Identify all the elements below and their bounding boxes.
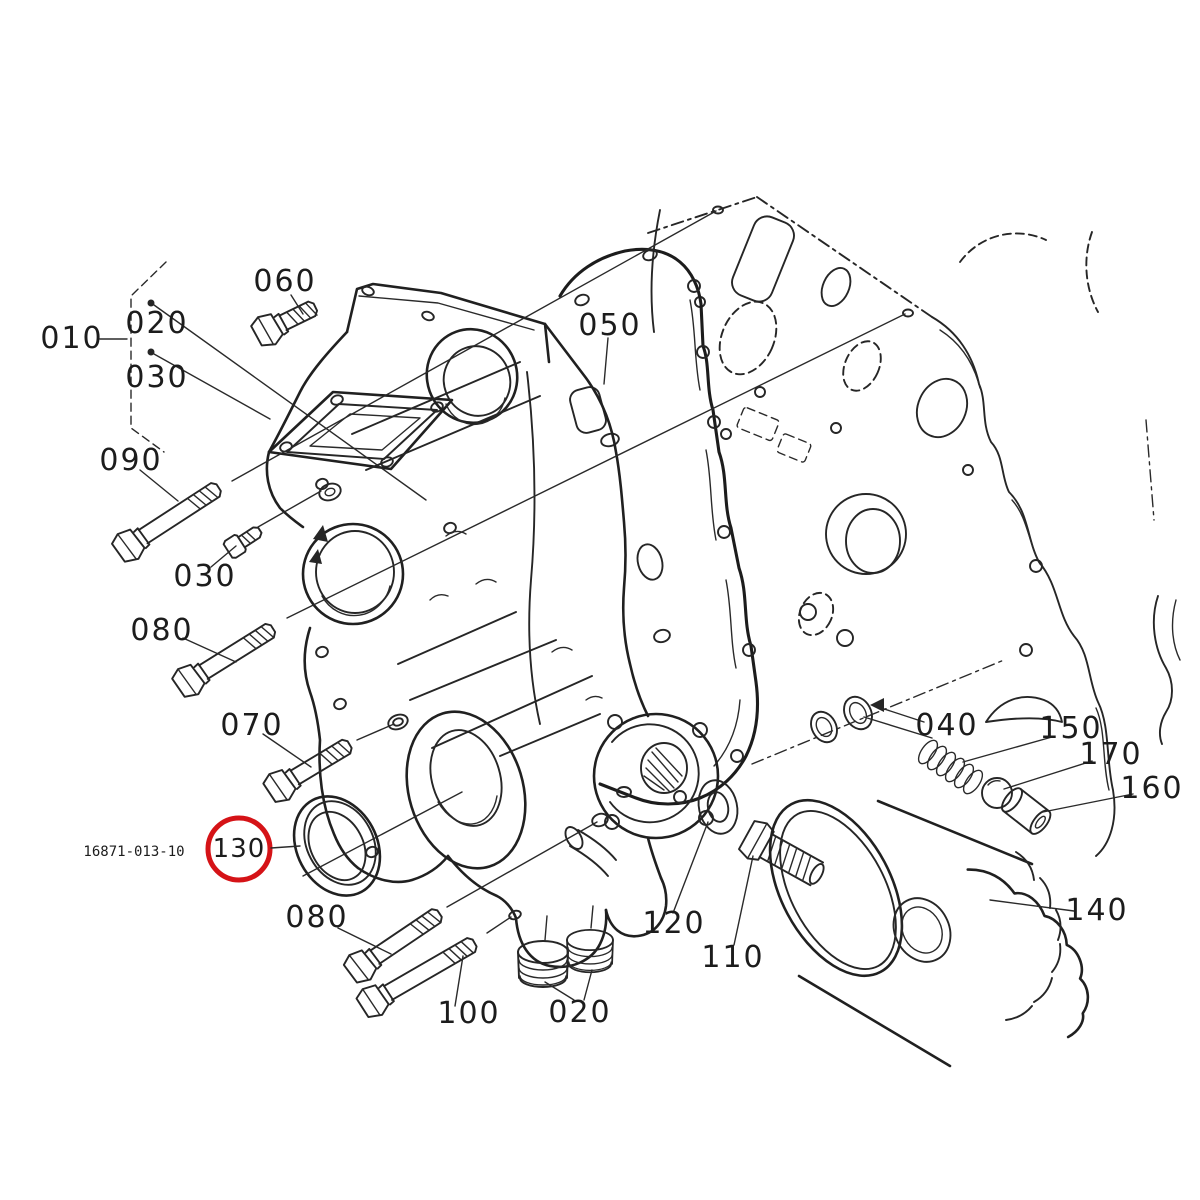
bushing-160 [1001, 787, 1052, 835]
callout-120: 120 [642, 906, 706, 941]
gasket-drawing [558, 247, 760, 806]
ball-170 [981, 777, 1013, 809]
engine-block-drawing [647, 196, 1181, 857]
oil-seal-drawing [292, 795, 382, 897]
callout-080-2: 080 [285, 900, 349, 935]
callout-020-2: 020 [548, 995, 612, 1030]
callout-010: 010 [40, 321, 104, 356]
callout-030: 030 [125, 360, 189, 395]
callout-080: 080 [130, 613, 194, 648]
gear-case-cover-drawing [265, 282, 720, 969]
highlight-circle [205, 815, 273, 883]
callout-070: 070 [220, 708, 284, 743]
leader-lines [99, 210, 1134, 1007]
relief-valve-parts-drawing [917, 739, 1052, 835]
callout-050: 050 [578, 308, 642, 343]
callout-030-2: 030 [173, 559, 237, 594]
part-reference-number: 16871-013-10 [83, 844, 185, 860]
callout-060: 060 [253, 264, 317, 299]
callout-100: 100 [437, 996, 501, 1031]
callout-110: 110 [701, 940, 765, 975]
callout-170: 170 [1079, 737, 1143, 772]
oil-filter-drawing [768, 798, 1090, 1068]
callout-130-highlighted: 130 [212, 834, 266, 864]
plugs-drawing [517, 905, 614, 988]
callout-040: 040 [915, 708, 979, 743]
o-rings-drawing [810, 695, 873, 744]
bolts-drawing [108, 300, 478, 1023]
callout-090: 090 [99, 443, 163, 478]
callout-140: 140 [1065, 893, 1129, 928]
callout-160: 160 [1120, 771, 1184, 806]
callout-020: 020 [125, 306, 189, 341]
callout-150: 150 [1039, 711, 1103, 746]
